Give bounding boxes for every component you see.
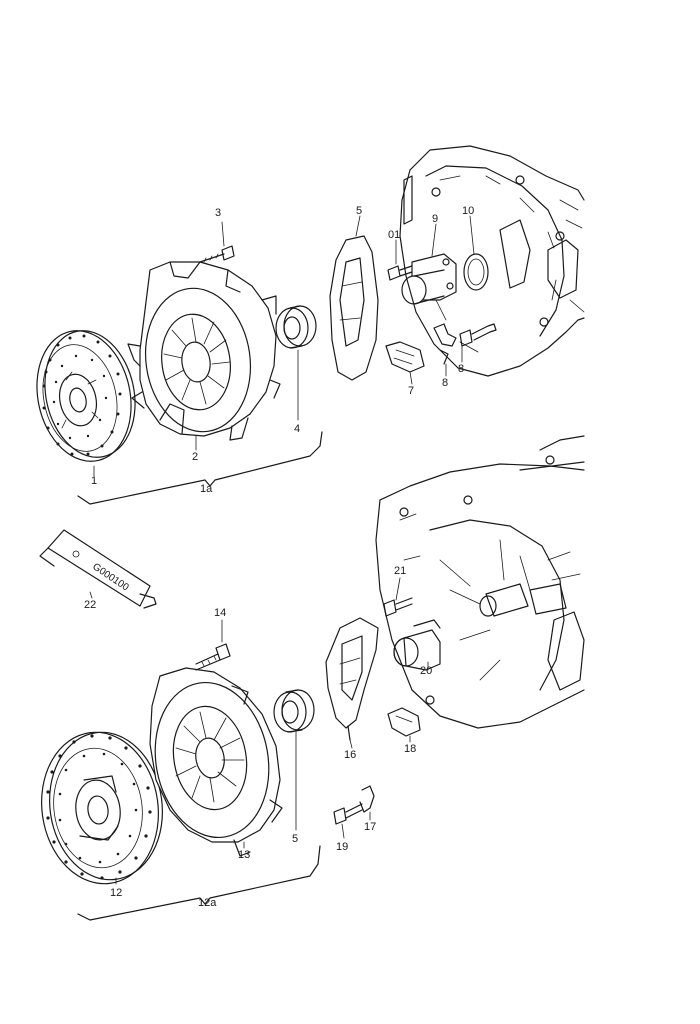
label-8-a: 8 <box>442 377 448 389</box>
label-2: 2 <box>192 451 198 463</box>
label-12: 12 <box>110 887 122 899</box>
label-14: 14 <box>214 607 226 619</box>
part-16-release-fork[interactable] <box>325 617 379 741</box>
part-3-bolt[interactable] <box>199 245 235 263</box>
gearbox-housing-bottom <box>375 435 585 729</box>
label-10: 10 <box>462 205 474 217</box>
label-3: 3 <box>215 207 221 219</box>
part-8-pivot-bolt[interactable] <box>459 323 497 347</box>
label-9: 9 <box>432 213 438 225</box>
part-21-bolt[interactable] <box>383 597 413 617</box>
part-20-guide-sleeve[interactable] <box>393 619 441 671</box>
bracket-1a <box>77 431 323 505</box>
label-20: 20 <box>420 665 432 677</box>
part-13-pressure-plate[interactable] <box>143 667 283 857</box>
part-22-grease-tube[interactable]: G000100 <box>39 529 157 609</box>
part-2-pressure-plate[interactable] <box>127 261 281 441</box>
bracket-12a <box>77 845 321 921</box>
part-17-spring[interactable] <box>359 785 375 813</box>
label-19: 19 <box>336 841 348 853</box>
leader-lines <box>89 215 475 885</box>
label-5-top: 5 <box>356 205 362 217</box>
part-12-clutch-disc[interactable] <box>32 725 172 892</box>
label-7: 7 <box>408 385 414 397</box>
label-16: 16 <box>344 749 356 761</box>
label-13: 13 <box>238 849 250 861</box>
label-12a: 12a <box>198 897 217 909</box>
part-9-guide-sleeve[interactable] <box>401 253 457 305</box>
part-14-bolt[interactable] <box>195 643 231 671</box>
gearbox-housing-top <box>399 145 585 377</box>
label-17: 17 <box>364 821 376 833</box>
label-1: 1 <box>91 475 97 487</box>
label-4: 4 <box>294 423 300 435</box>
label-18: 18 <box>404 743 416 755</box>
part-7-clip[interactable] <box>385 341 425 373</box>
part-19-bolt[interactable] <box>333 803 363 825</box>
label-22: 22 <box>84 599 96 611</box>
label-8-b: 8 <box>458 363 464 375</box>
label-21: 21 <box>394 565 406 577</box>
part-10-seal-ring[interactable] <box>463 253 489 291</box>
label-01: 01 <box>388 229 400 241</box>
part-1-clutch-disc[interactable] <box>25 322 146 470</box>
label-1a: 1a <box>200 483 213 495</box>
part-4-release-bearing[interactable] <box>275 305 317 349</box>
part-18-clip[interactable] <box>387 707 421 737</box>
part-5-top-release-fork[interactable] <box>329 235 379 381</box>
part-5-bottom-release-bearing[interactable] <box>273 689 315 733</box>
part-8-spring-clip[interactable] <box>433 323 457 365</box>
label-5-bottom: 5 <box>292 833 298 845</box>
